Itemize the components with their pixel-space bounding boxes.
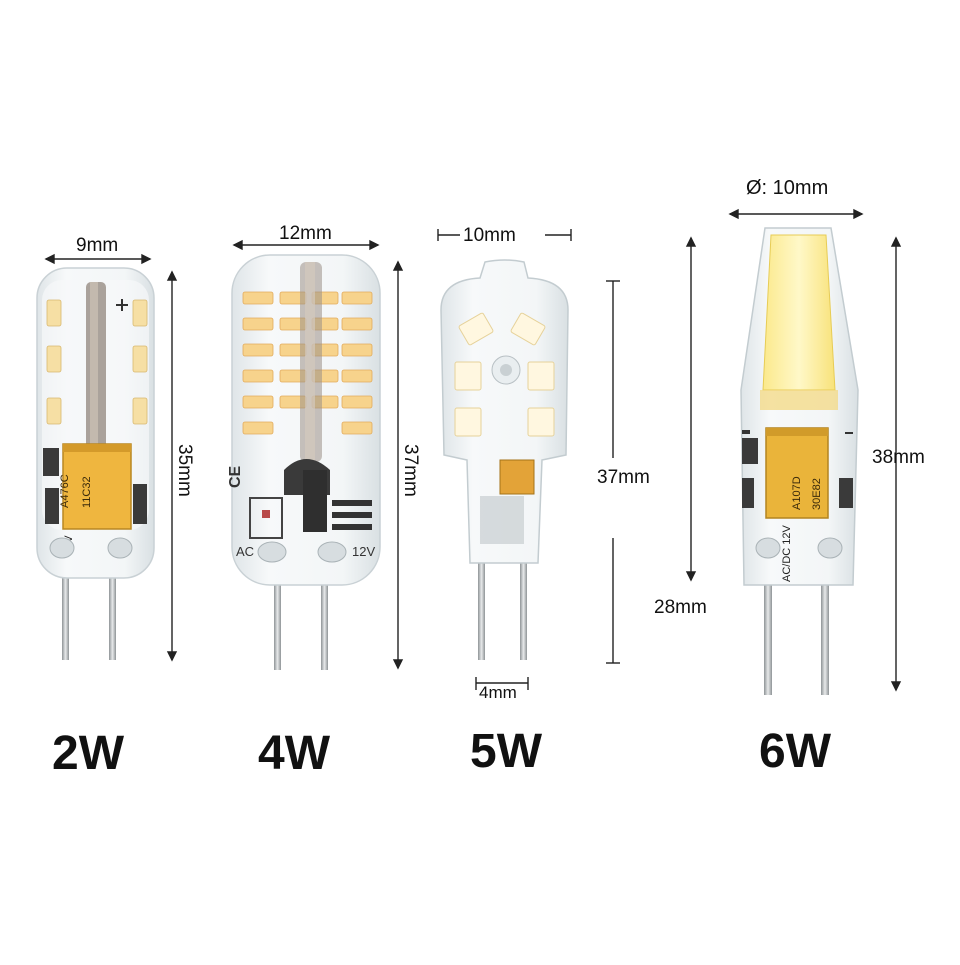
height-label-2w: 35mm bbox=[174, 444, 195, 497]
pin-left bbox=[62, 575, 69, 660]
chip-code: A107D bbox=[791, 476, 803, 510]
wattage-label-5w: 5W bbox=[470, 725, 542, 778]
pin-right bbox=[520, 560, 527, 660]
smd-leds bbox=[242, 291, 373, 435]
smd-leds bbox=[46, 299, 148, 425]
chip-code-2: 30E82 bbox=[811, 478, 823, 510]
tantalum-capacitor bbox=[62, 443, 132, 530]
wattage-label-4w: 4W bbox=[258, 727, 330, 780]
pin-right bbox=[821, 580, 829, 695]
tantalum-capacitor bbox=[499, 459, 535, 495]
voltage-mark: 12V bbox=[352, 544, 375, 559]
bulb-5w bbox=[440, 259, 569, 660]
voltage-mark: AC/DC 12V bbox=[781, 524, 793, 582]
pin-left bbox=[478, 560, 485, 660]
dimension-lines bbox=[44, 208, 902, 692]
ac-mark: AC bbox=[236, 544, 254, 559]
height-label-4w: 37mm bbox=[400, 444, 421, 497]
height-label-5w: 37mm bbox=[597, 467, 650, 488]
pin-right bbox=[109, 575, 116, 660]
bulb-4w: CE AC 12V bbox=[227, 254, 381, 670]
pin-right bbox=[321, 580, 328, 670]
bulb-6w: A107D 30E82 AC/DC 12V bbox=[740, 227, 859, 695]
bulb-2w: A476C 11C32 12V bbox=[36, 267, 155, 660]
width-label-5w: 10mm bbox=[463, 225, 516, 246]
pin-spacing-label-5w: 4mm bbox=[479, 683, 517, 702]
body-height-label-6w: 28mm bbox=[654, 597, 707, 618]
height-label-6w: 38mm bbox=[872, 447, 925, 468]
pin-left bbox=[764, 580, 772, 695]
pin-left bbox=[274, 580, 281, 670]
wattage-label-2w: 2W bbox=[52, 727, 124, 780]
width-label-4w: 12mm bbox=[279, 223, 332, 244]
wattage-label-6w: 6W bbox=[759, 725, 831, 778]
diameter-label-6w: Ø: 10mm bbox=[746, 177, 829, 199]
ce-mark: CE bbox=[227, 465, 244, 488]
chip-code-2: 11C32 bbox=[81, 476, 93, 508]
chip-code: A476C bbox=[59, 474, 71, 508]
cob-led bbox=[762, 234, 836, 391]
width-label-2w: 9mm bbox=[76, 235, 119, 256]
smd-leds bbox=[454, 312, 555, 437]
